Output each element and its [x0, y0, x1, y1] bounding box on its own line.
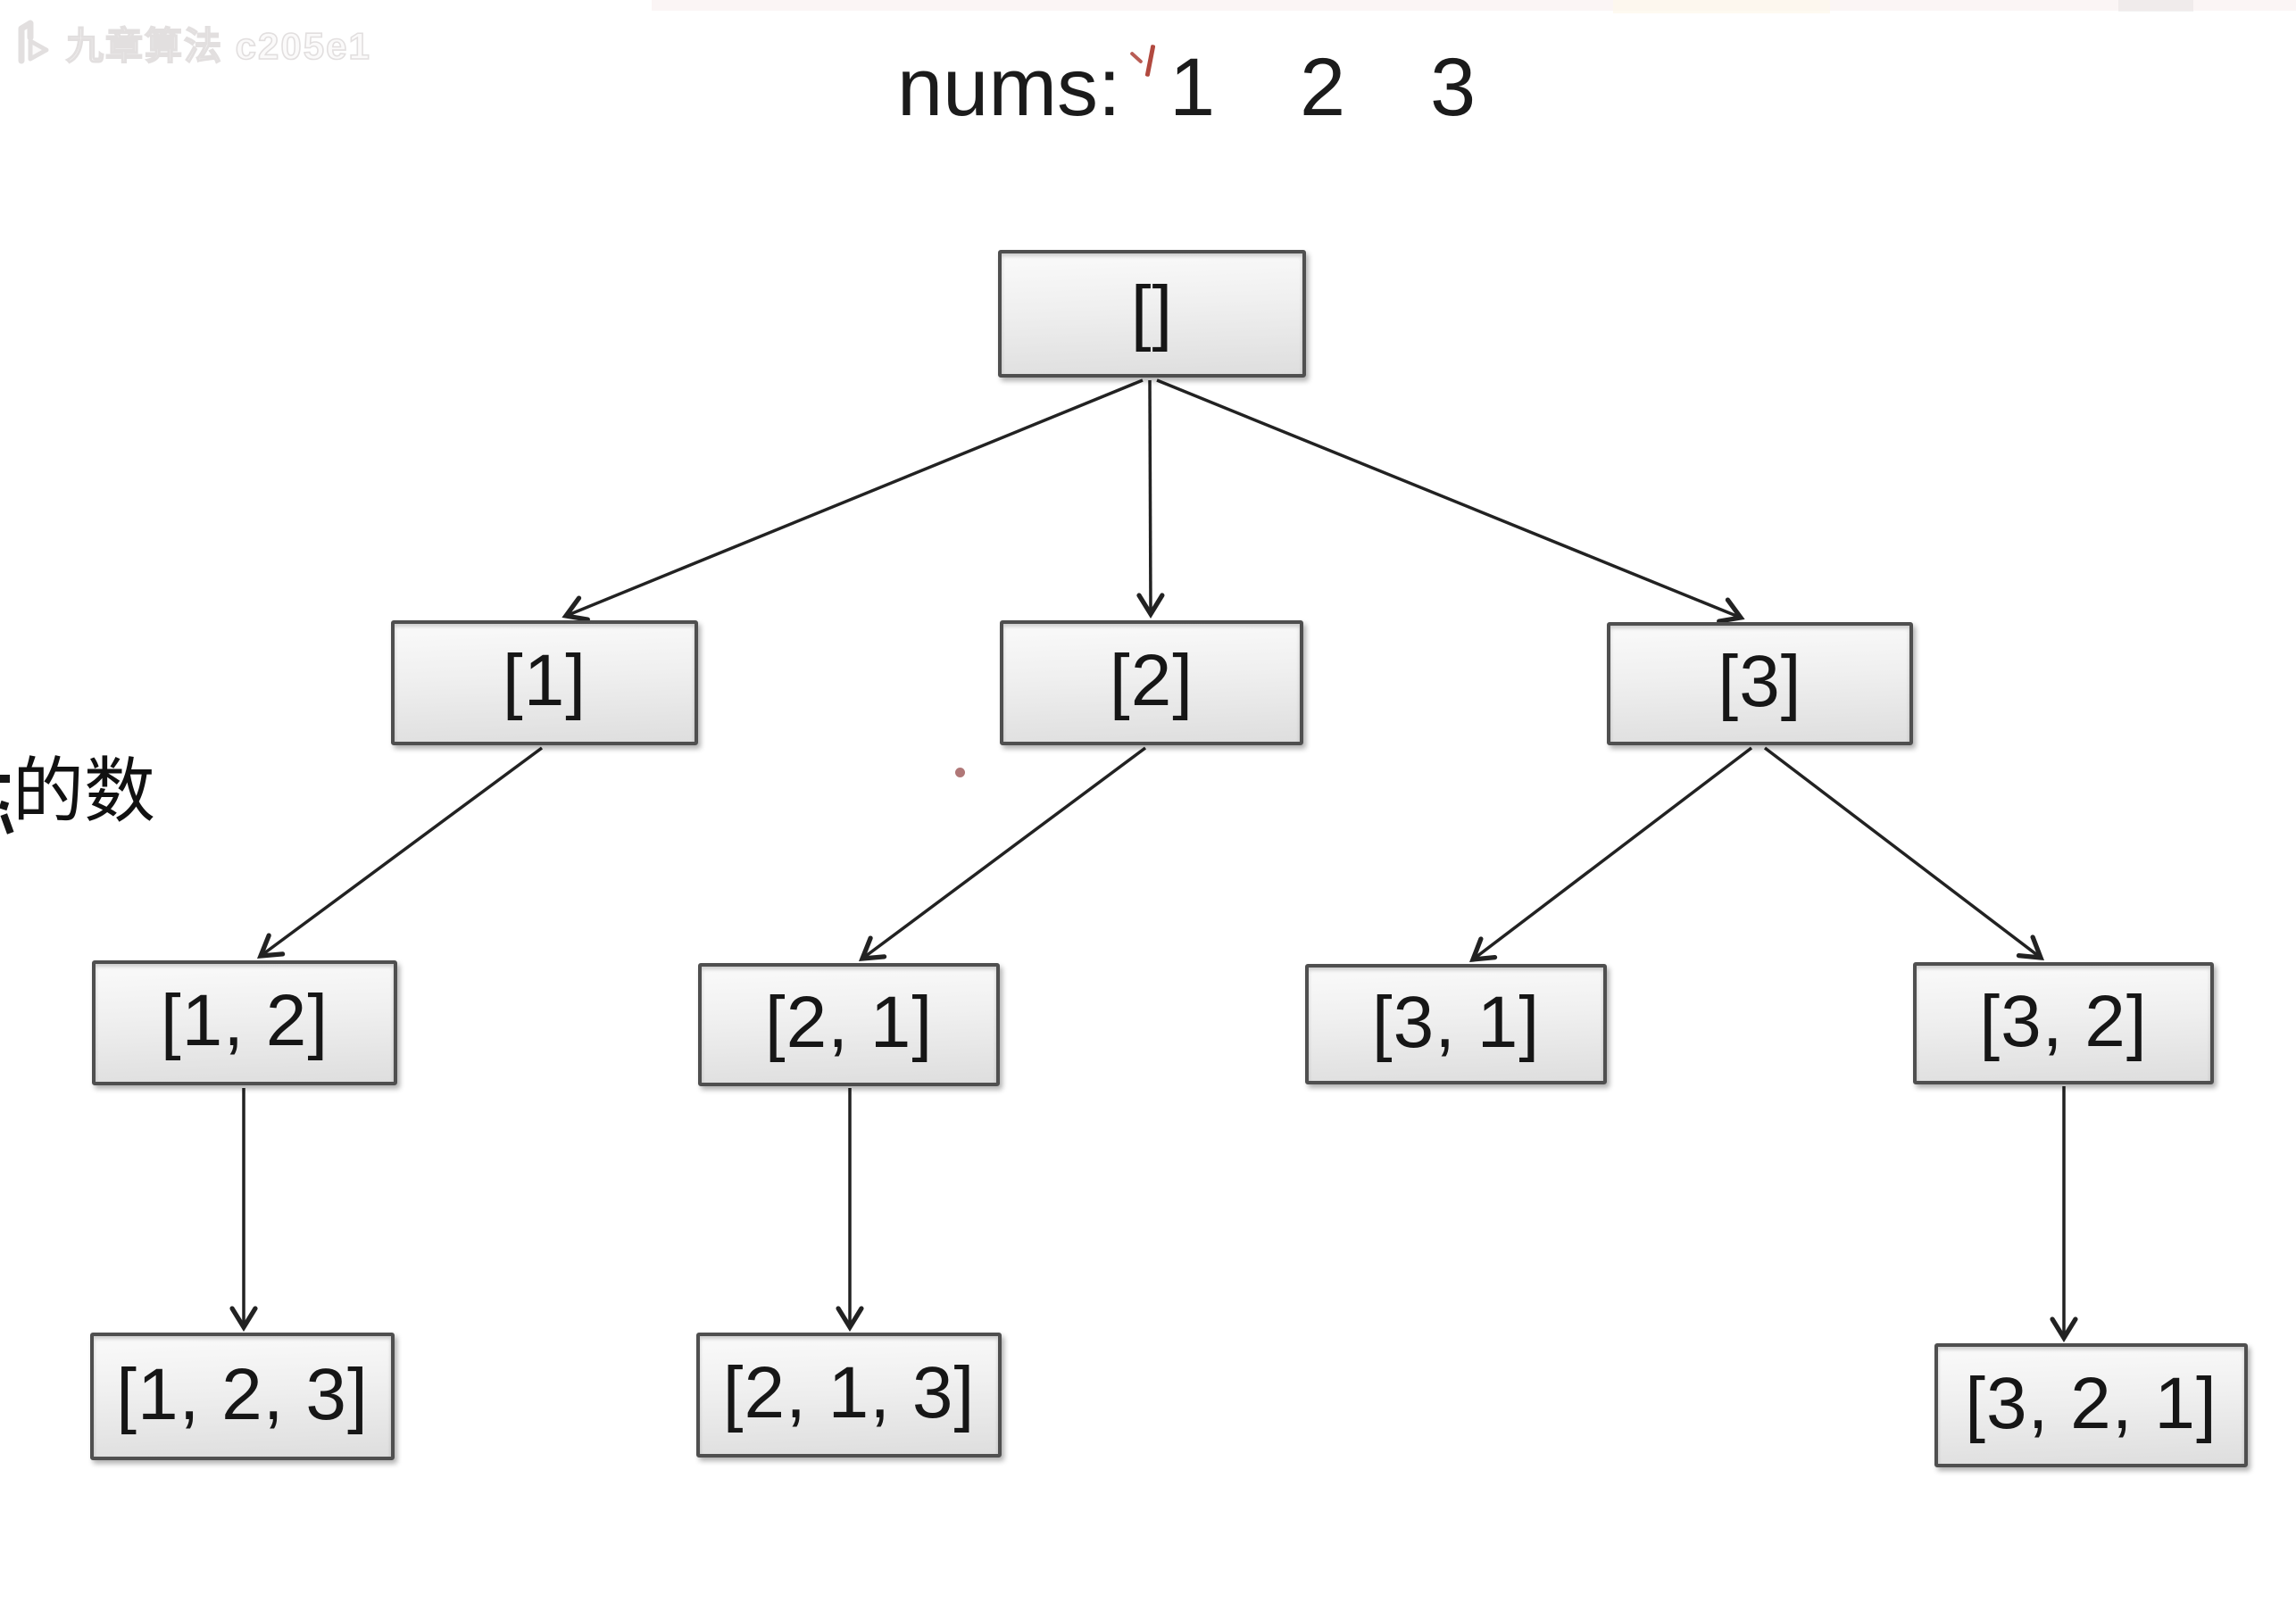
tree-node-label: [3] [1718, 641, 1802, 722]
watermark-text: 九章算法 c205e1 [65, 24, 371, 68]
side-note-text: 的数 [12, 752, 155, 831]
tree-edge-root-n3 [1156, 378, 1745, 624]
tree-node-n21: [2, 1] [698, 963, 1000, 1086]
play-logo-icon [18, 20, 49, 63]
title-num-2: 2 [1299, 42, 1346, 133]
tree-edge-root-n1 [562, 378, 1144, 622]
tree-node-label: [2] [1109, 640, 1194, 721]
tree-node-n12: [1, 2] [92, 960, 397, 1085]
tree-node-label: [] [1130, 270, 1174, 353]
tree-node-label: [2, 1, 3] [722, 1352, 976, 1433]
title-label: nums: [897, 42, 1121, 133]
tree-edge-n3-n32 [1763, 746, 2044, 961]
tree-node-label: [3, 1] [1371, 981, 1541, 1063]
tree-node-label: [3, 2, 1] [1965, 1362, 2217, 1444]
red-pen-dot [955, 768, 965, 777]
title-num-1: 1 [1169, 42, 1216, 133]
tree-node-n123: [1, 2, 3] [90, 1333, 395, 1460]
watermark: 九章算法 c205e1 [9, 16, 371, 71]
clipped-character-fragment [0, 775, 10, 783]
tree-node-n32: [3, 2] [1913, 962, 2214, 1084]
tree-node-label: [1, 2] [160, 980, 329, 1061]
tree-node-n1: [1] [391, 620, 698, 745]
tree-edge-n3-n31 [1469, 746, 1753, 963]
tree-node-label: [2, 1] [764, 982, 934, 1063]
tree-node-root: [] [998, 250, 1306, 378]
tree-node-n3: [3] [1607, 622, 1913, 745]
title-num-3: 3 [1429, 42, 1477, 133]
tree-node-label: [3, 2] [1979, 980, 2148, 1062]
tree-node-label: [1] [502, 640, 587, 721]
tree-node-n213: [2, 1, 3] [696, 1333, 1002, 1458]
tree-node-label: [1, 2, 3] [116, 1353, 369, 1435]
tree-edge-n2-n21 [858, 746, 1147, 961]
page-title: nums: 1 2 3 [897, 46, 1480, 129]
tree-node-n321: [3, 2, 1] [1934, 1343, 2248, 1467]
tree-node-n2: [2] [1000, 620, 1303, 745]
tree-node-n31: [3, 1] [1305, 964, 1607, 1084]
tree-edge-root-n2 [1136, 379, 1165, 619]
tree-edge-n1-n12 [256, 746, 544, 959]
